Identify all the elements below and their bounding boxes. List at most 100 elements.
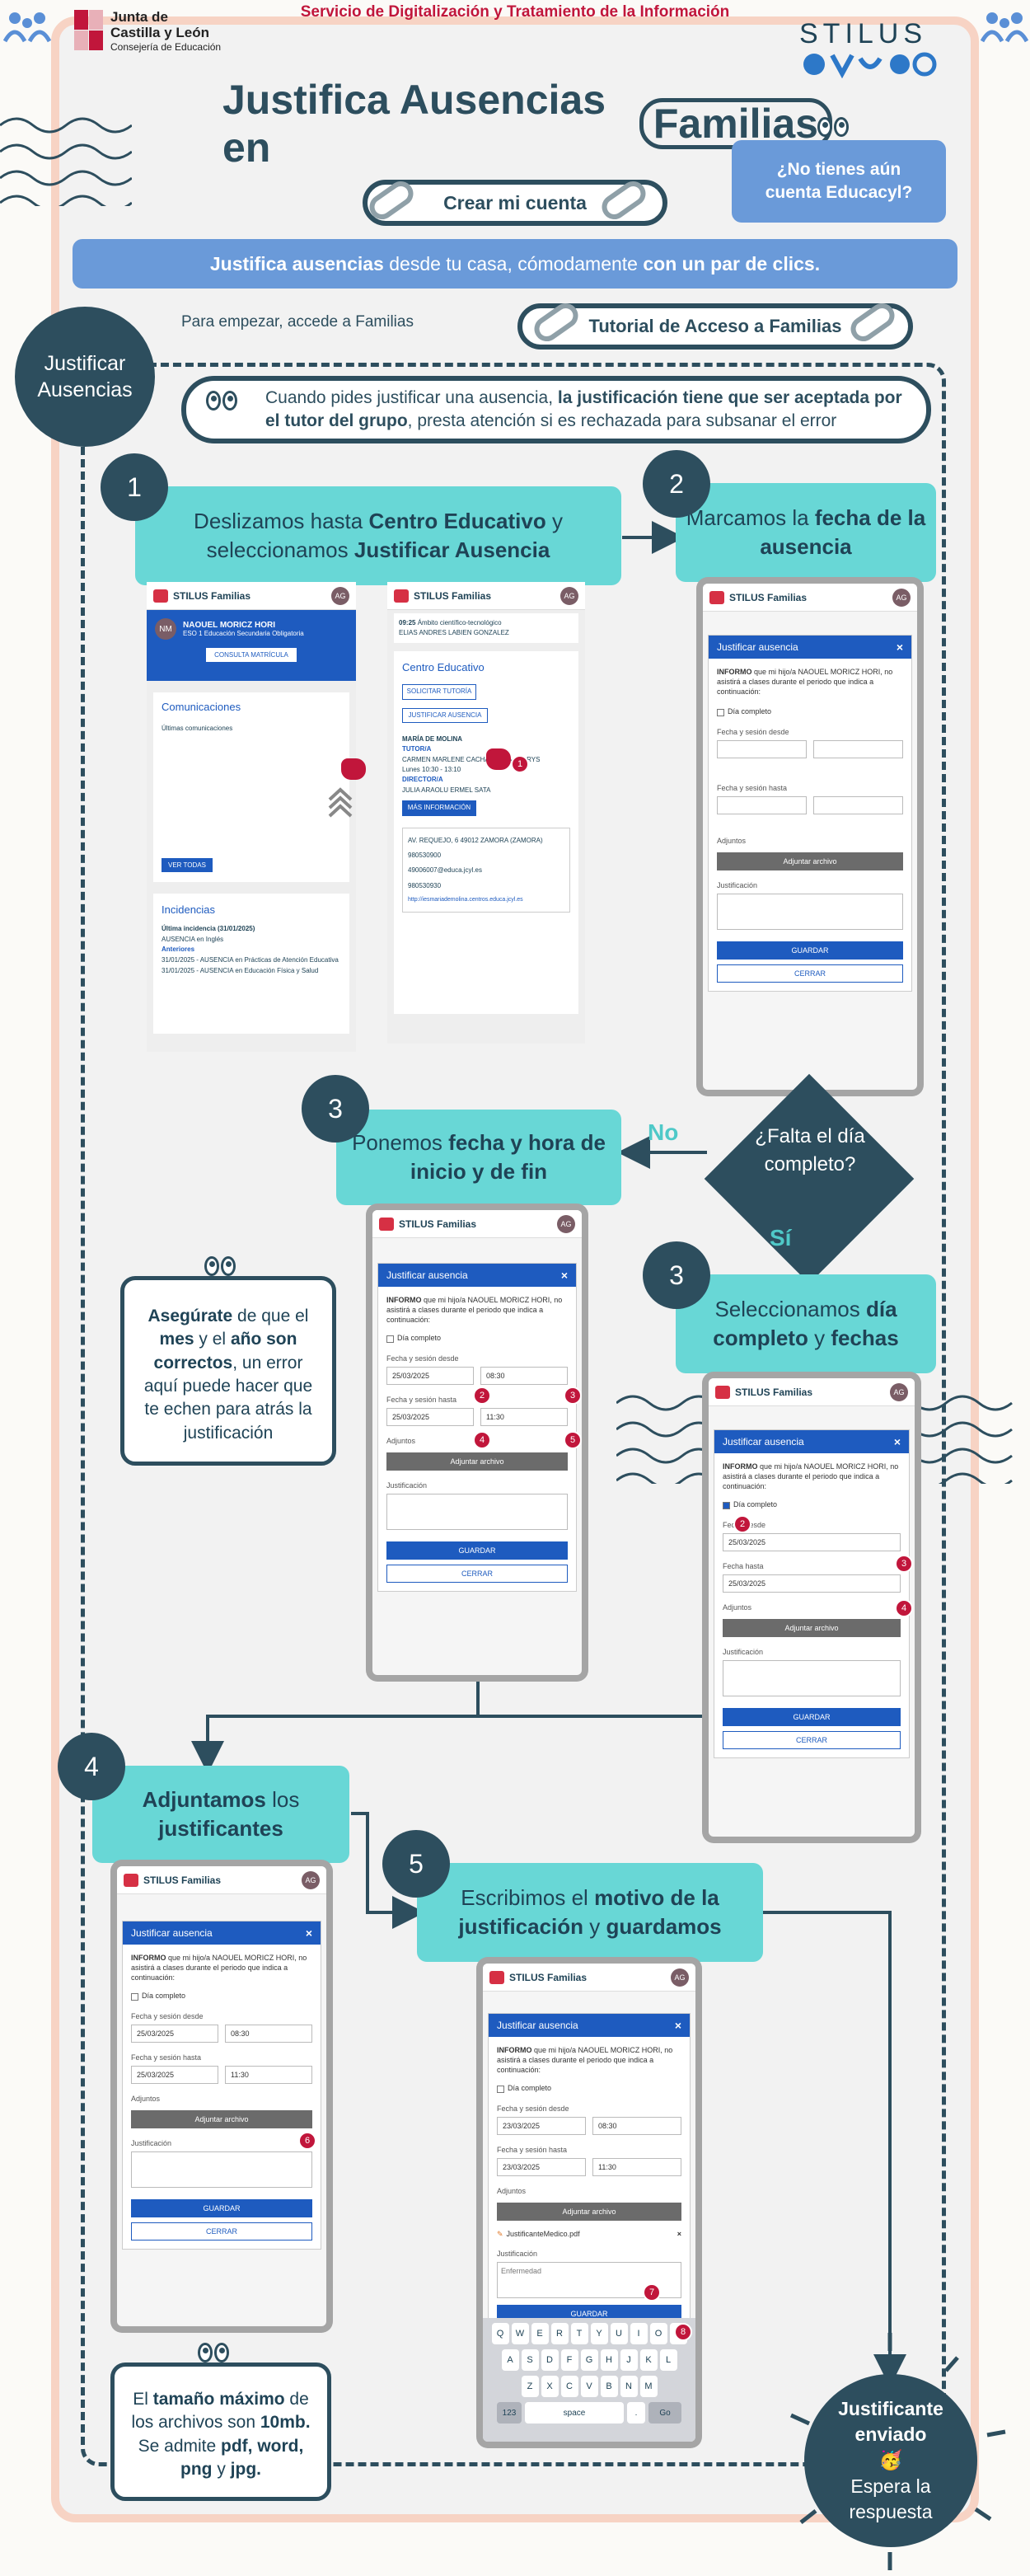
- close-button[interactable]: CERRAR: [723, 1731, 901, 1750]
- app-header: STILUS Familias AG: [709, 1378, 915, 1406]
- key-o[interactable]: O: [649, 2323, 667, 2344]
- avatar[interactable]: AG: [557, 1214, 575, 1233]
- reason-textarea[interactable]: Enfermedad: [497, 2262, 681, 2299]
- date-from-input[interactable]: 25/03/2025: [131, 2024, 218, 2043]
- date-to-input[interactable]: 23/03/2025: [497, 2157, 586, 2176]
- remove-file-icon[interactable]: ×: [677, 2229, 681, 2238]
- website-link[interactable]: http://iesmariademolina.centros.educa.jc…: [408, 897, 523, 903]
- key-b[interactable]: B: [600, 2376, 618, 2397]
- full-day-checkbox[interactable]: Día completo: [131, 1991, 312, 2001]
- key-z[interactable]: Z: [521, 2376, 539, 2397]
- session-to-select[interactable]: 11:30: [592, 2157, 681, 2176]
- avatar[interactable]: AG: [560, 586, 578, 605]
- session-from-select[interactable]: 08:30: [592, 2116, 681, 2135]
- jcyl-mini-icon: [124, 1873, 138, 1887]
- close-icon[interactable]: ×: [674, 2019, 681, 2032]
- key-i[interactable]: I: [630, 2323, 648, 2344]
- close-icon[interactable]: ×: [893, 1435, 901, 1448]
- key-e[interactable]: E: [531, 2323, 549, 2344]
- matricula-button[interactable]: CONSULTA MATRÍCULA: [206, 648, 297, 662]
- attach-file-button[interactable]: Adjuntar archivo: [131, 2109, 312, 2128]
- key-q[interactable]: Q: [491, 2323, 509, 2344]
- key-v[interactable]: V: [580, 2376, 598, 2397]
- session-from-select[interactable]: 08:30: [480, 1366, 568, 1385]
- key-x[interactable]: X: [541, 2376, 559, 2397]
- save-button[interactable]: GUARDAR: [717, 941, 903, 960]
- close-button[interactable]: CERRAR: [131, 2222, 312, 2241]
- date-from-input[interactable]: 23/03/2025: [497, 2116, 586, 2135]
- see-all-button[interactable]: VER TODAS: [162, 858, 213, 872]
- full-day-checkbox[interactable]: Día completo: [497, 2083, 681, 2093]
- request-tutoring-button[interactable]: SOLICITAR TUTORÍA: [402, 684, 476, 700]
- attach-file-button[interactable]: Adjuntar archivo: [717, 852, 903, 870]
- stilus-logo: STILUS: [799, 18, 939, 82]
- key-n[interactable]: N: [620, 2376, 638, 2397]
- date-from-input[interactable]: 25/03/2025: [386, 1366, 474, 1385]
- close-button[interactable]: CERRAR: [717, 964, 903, 983]
- reason-textarea[interactable]: [717, 894, 903, 931]
- date-to-input[interactable]: 25/03/2025: [723, 1574, 901, 1593]
- step-4-number: 4: [58, 1733, 125, 1800]
- key-g[interactable]: G: [580, 2349, 598, 2371]
- close-icon[interactable]: ×: [560, 1269, 568, 1282]
- full-day-checkbox[interactable]: Día completo: [386, 1333, 568, 1343]
- key-f[interactable]: F: [560, 2349, 578, 2371]
- session-to-select[interactable]: [813, 795, 903, 814]
- date-to-input[interactable]: 25/03/2025: [386, 1407, 474, 1426]
- key-y[interactable]: Y: [590, 2323, 608, 2344]
- reason-textarea[interactable]: [723, 1660, 901, 1697]
- avatar[interactable]: AG: [892, 588, 911, 607]
- session-from-select[interactable]: [813, 739, 903, 758]
- key-s[interactable]: S: [521, 2349, 539, 2371]
- avatar[interactable]: AG: [302, 1870, 320, 1889]
- date-to-input[interactable]: 25/03/2025: [131, 2065, 218, 2084]
- justify-absence-button[interactable]: JUSTIFICAR AUSENCIA: [402, 707, 488, 723]
- close-icon[interactable]: ×: [896, 640, 903, 654]
- informo-bold: INFORMO: [717, 668, 752, 676]
- date-to-input[interactable]: [717, 795, 807, 814]
- reason-label: Justificación: [386, 1480, 428, 1490]
- key-u[interactable]: U: [610, 2323, 628, 2344]
- avatar[interactable]: AG: [671, 1968, 689, 1987]
- attach-file-button[interactable]: Adjuntar archivo: [497, 2202, 681, 2221]
- tutorial-link[interactable]: Tutorial de Acceso a Familias: [517, 303, 913, 350]
- save-button[interactable]: GUARDAR: [131, 2199, 312, 2218]
- date-from-input[interactable]: [717, 739, 807, 758]
- key-k[interactable]: K: [639, 2349, 658, 2371]
- create-account-link[interactable]: Crear mi cuenta: [363, 180, 667, 226]
- key-go[interactable]: Go: [648, 2402, 681, 2424]
- save-button[interactable]: GUARDAR: [386, 1541, 568, 1560]
- avatar[interactable]: AG: [331, 586, 349, 605]
- key-m[interactable]: M: [639, 2376, 658, 2397]
- close-button[interactable]: CERRAR: [386, 1565, 568, 1584]
- reason-textarea[interactable]: [131, 2151, 312, 2189]
- session-to-select[interactable]: 11:30: [225, 2065, 312, 2084]
- key-h[interactable]: H: [600, 2349, 618, 2371]
- key-w[interactable]: W: [511, 2323, 529, 2344]
- full-day-checkbox[interactable]: Día completo: [717, 706, 903, 716]
- key-t[interactable]: T: [570, 2323, 588, 2344]
- date-from-input[interactable]: 25/03/2025: [723, 1532, 901, 1551]
- key-l[interactable]: L: [659, 2349, 677, 2371]
- save-button[interactable]: GUARDAR: [723, 1708, 901, 1727]
- attach-file-button[interactable]: Adjuntar archivo: [386, 1452, 568, 1471]
- session-from-select[interactable]: 08:30: [225, 2024, 312, 2043]
- key-c[interactable]: C: [560, 2376, 578, 2397]
- session-to-select[interactable]: 11:30: [480, 1407, 568, 1426]
- reason-textarea[interactable]: [386, 1494, 568, 1531]
- key-j[interactable]: J: [620, 2349, 638, 2371]
- warning-part3: , presta atención si es rechazada para s…: [407, 411, 837, 430]
- key-space[interactable]: space: [525, 2402, 624, 2424]
- key-r[interactable]: R: [550, 2323, 569, 2344]
- key-d[interactable]: D: [541, 2349, 559, 2371]
- avatar[interactable]: AG: [890, 1382, 908, 1401]
- full-day-label: Día completo: [142, 1992, 186, 2001]
- full-day-checkbox[interactable]: Día completo: [723, 1499, 901, 1509]
- close-icon[interactable]: ×: [305, 1926, 312, 1940]
- more-info-button[interactable]: MÁS INFORMACIÓN: [402, 800, 476, 816]
- key-dot[interactable]: .: [627, 2402, 645, 2424]
- attach-file-button[interactable]: Adjuntar archivo: [723, 1618, 901, 1637]
- step-5-pre: Escribimos el: [461, 1884, 595, 1910]
- key-123[interactable]: 123: [497, 2402, 522, 2424]
- key-a[interactable]: A: [501, 2349, 519, 2371]
